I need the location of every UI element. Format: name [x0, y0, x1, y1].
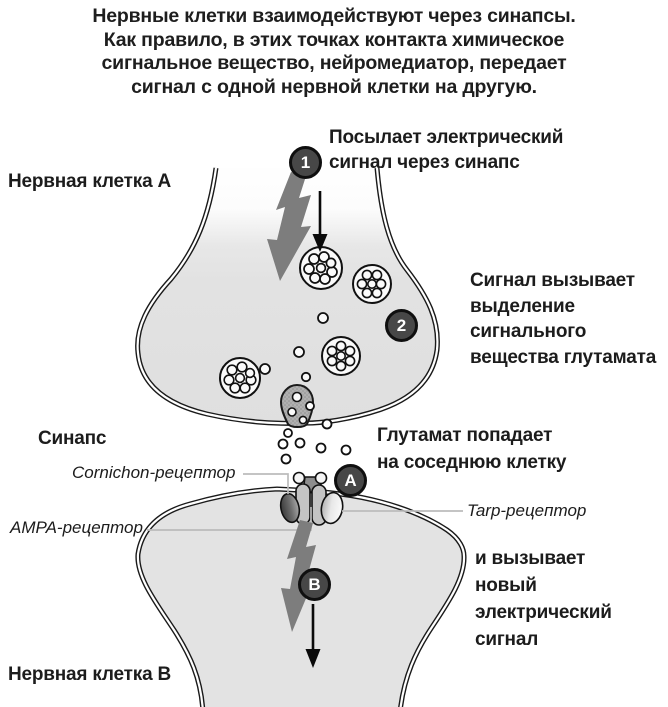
signal-arrow-a [312, 191, 328, 252]
vesicle-2 [352, 264, 392, 304]
lightning-bolt-a [267, 172, 311, 281]
step4-line-1: и вызывает [475, 548, 586, 569]
step1-line-1: Посылает электрический [329, 127, 564, 148]
glutamate-dots-inside [259, 312, 329, 383]
title-line-3: сигнальное вещество, нейромедиатор, пере… [101, 52, 567, 74]
step-badge-2: 2 [385, 309, 418, 342]
step-badge-a: A [334, 464, 367, 497]
step-badge-1: 1 [289, 146, 322, 179]
step2-caption: Сигнал вызывает выделение сигнального ве… [470, 268, 656, 370]
step4-line-4: сигнал [475, 629, 539, 650]
cornichon-leader-line [243, 473, 289, 494]
release-site [279, 383, 315, 428]
page-title: Нервные клетки взаимодействуют через син… [0, 5, 668, 99]
cornichon-receptor-label: Cornichon-рецептор [72, 463, 236, 482]
step2-line-1: Сигнал вызывает [470, 270, 635, 291]
glutamate-dots-cleft [277, 401, 352, 465]
ampa-receptor-label: AMPA-рецептор [10, 518, 143, 537]
title-line-2: Как правило, в этих точках контакта хими… [103, 28, 565, 51]
receptor-top-ball-left [292, 471, 306, 485]
step2-line-3: сигнального [470, 321, 587, 342]
vesicle-3 [321, 336, 361, 376]
step3-caption: Глутамат попадает на соседнюю клетку [377, 422, 567, 476]
vesicle-1 [299, 246, 343, 290]
synapse-label: Синапс [38, 428, 107, 449]
step1-caption: Посылает электрический сигнал через сина… [329, 125, 563, 175]
step-badge-b: B [298, 568, 331, 601]
title-line-4: сигнал с одной нервной клетки на другую. [131, 75, 537, 98]
tarp-receptor-shape [320, 491, 344, 525]
step2-line-2: выделение [470, 295, 575, 317]
tarp-receptor-label: Tarp-рецептор [467, 501, 587, 520]
step2-line-4: вещества глутамата [470, 346, 657, 368]
cell-b-label: Нервная клетка В [8, 664, 172, 685]
step4-line-3: электрический [475, 602, 612, 623]
cell-a-label: Нервная клетка А [8, 171, 172, 192]
step4-caption: и вызывает новый электрический сигнал [475, 545, 612, 653]
title-line-1: Нервные клетки взаимодействуют через син… [92, 5, 576, 27]
cornichon-receptor-shape [279, 492, 301, 524]
receptor-top-ball-right [314, 471, 328, 485]
step3-line-2: на соседнюю клетку [377, 452, 567, 473]
receptor-complex [279, 471, 344, 526]
ampa-leader-line [147, 507, 312, 531]
step3-line-1: Глутамат попадает [377, 425, 553, 446]
step4-line-2: новый [475, 575, 537, 596]
signal-arrow-b [305, 604, 321, 668]
vesicle-4 [219, 357, 261, 399]
step1-line-2: сигнал через синапс [329, 152, 520, 173]
leader-lines [147, 473, 463, 531]
